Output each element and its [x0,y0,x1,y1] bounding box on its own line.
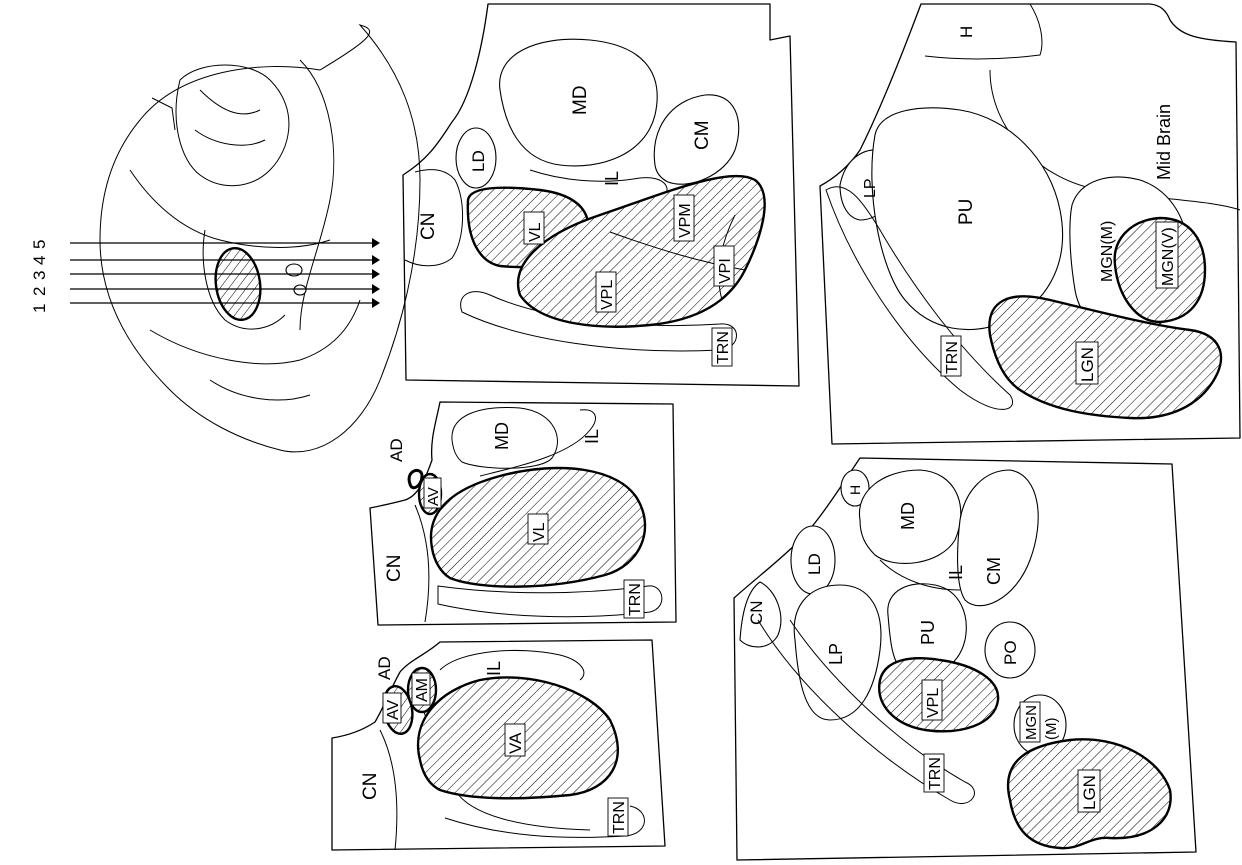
section-panel-3: CN LD MD CM IL VL VPM VPL VPI TRN [403,4,799,386]
panel-5-label-pu: PU [956,199,977,225]
panel-4-label-trn: TRN [927,757,944,790]
panel-3-label-md: MD [570,85,591,115]
panel-5-label-trn: TRN [944,341,961,374]
panel-2-label-av: AV [425,487,442,506]
panel-1-label-trn: TRN [611,801,628,834]
panel-4-label-vpl: VPL [925,688,942,718]
panel-3-label-il: IL [602,171,622,186]
panel-2-label-md: MD [492,422,512,450]
level-number-4: 4 [30,256,49,265]
panel-4-label-cn: CN [747,600,766,625]
panel-2-label-cn: CN [384,555,405,582]
panel-4-label-pu: PU [918,620,938,645]
cerebellum-fold-2 [195,130,265,145]
panel-3-label-cm: CM [692,120,713,150]
panel-4-label-mgn: MGN [1023,705,1040,740]
panel-1-cn-boundary [380,730,397,850]
panel-4-label-h: H [847,485,863,495]
section-panel-1: CN AD AV AM IL VA TRN [332,640,665,850]
panel-4-label-mgn-m: (M) [1043,718,1060,741]
panel-3-label-cn: CN [418,213,439,240]
panel-4-label-po: PO [1001,640,1020,665]
brain-overview: 1 2 3 4 5 [30,25,420,452]
panel-1-label-va: VA [506,732,525,754]
panel-3-label-ld: LD [469,150,488,172]
arrow-heads [372,238,380,308]
section-panel-4: CN H LD MD IL CM LP PU PO VPL MGN (M) LG… [734,458,1196,860]
panel-2-label-vl: VL [531,522,548,542]
panel-2-cn-boundary [415,505,429,622]
panel-1-label-il: IL [484,661,504,676]
panel-3-label-vl: VL [527,222,544,242]
notch-mark [152,98,175,130]
panel-2-label-il: IL [582,429,602,444]
panel-5-label-h: H [957,26,976,38]
panel-5-h-boundary [925,4,1042,59]
panel-5-label-lp: LP [862,178,879,198]
panel-4-label-md: MD [898,502,918,530]
panel-3-label-vpl: VPL [599,280,616,310]
panel-2-label-trn: TRN [627,583,644,616]
panel-1-label-cn: CN [360,773,381,800]
lower-contour [210,380,310,400]
panel-5-label-lgn: LGN [1078,347,1097,382]
panel-4-label-il: IL [946,565,966,580]
panel-5-label-mgn-v: MGN(V) [1160,227,1177,286]
small-structure-2 [294,285,306,295]
cortex-inner-contour [130,170,330,248]
level-number-5: 5 [30,240,49,249]
level-number-2: 2 [30,287,49,296]
panel-3-label-vpi: VPI [717,258,734,284]
section-panel-2: CN AD AV MD IL VL TRN [370,402,676,625]
panel-4-label-cm: CM [984,557,1004,585]
level-number-1: 1 [30,304,49,313]
panel-1-label-av: AV [385,700,402,720]
thalamus-region [211,245,265,322]
panel-4-label-lp: LP [826,643,846,665]
panel-4-label-ld: LD [805,553,824,575]
panel-1-label-ad: AD [375,656,394,680]
panel-5-label-midbrain: Mid Brain [1154,104,1174,180]
panel-1-il-boundary [440,650,584,680]
panel-3-label-vpm: VPM [677,203,694,238]
panel-5-label-mgn-m: MGN(M) [1099,221,1116,282]
cerebellum-outline [176,65,289,186]
panel-2-label-ad: AD [387,438,406,462]
panel-4-label-lgn: LGN [1080,775,1099,810]
panel-3-label-trn: TRN [715,331,732,364]
section-panel-5: H Mid Brain LP PU MGN(M) MGN(V) TRN LGN [820,4,1240,444]
level-number-3: 3 [30,271,49,280]
cerebellum-fold-1 [200,90,260,114]
panel-1-label-am: AM [414,678,431,702]
panel-2-ad-mark [409,470,422,487]
